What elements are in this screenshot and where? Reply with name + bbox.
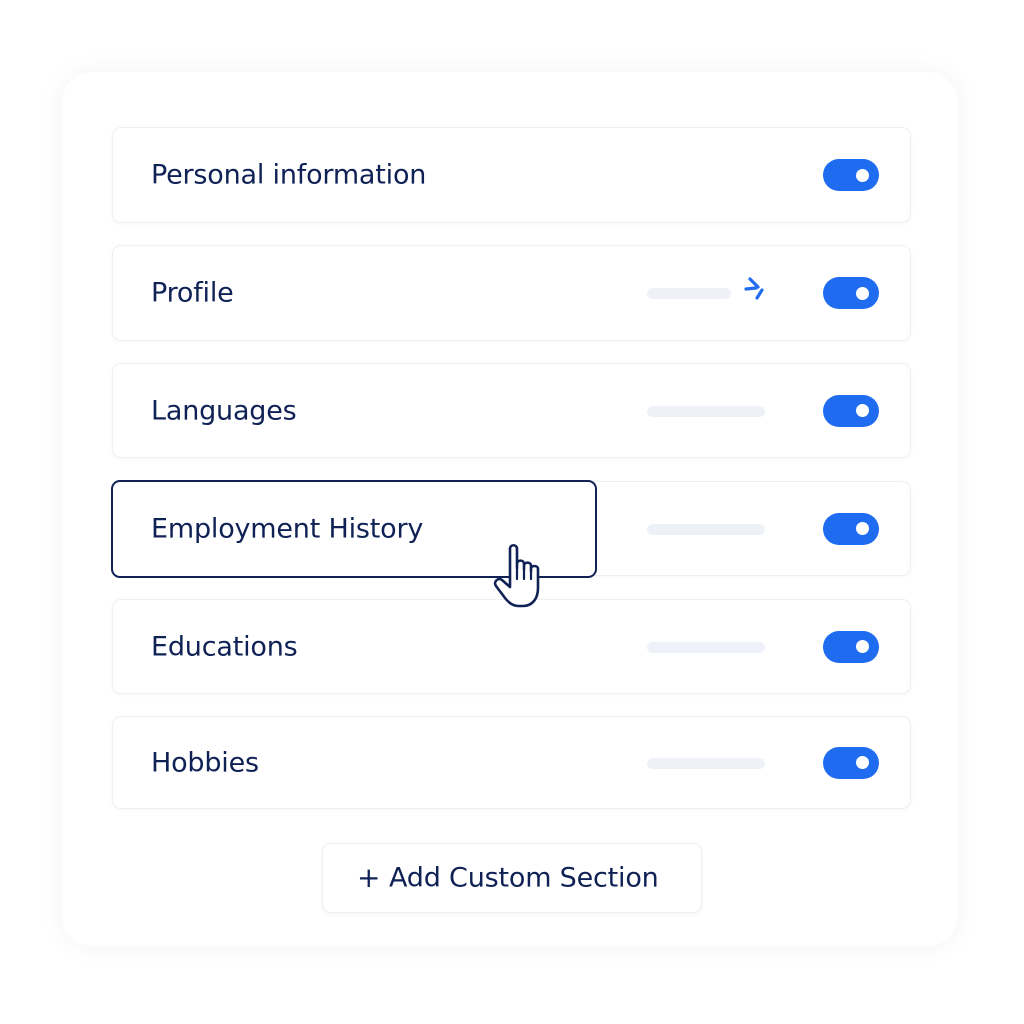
toggle-knob <box>856 522 869 535</box>
section-toggle[interactable] <box>823 512 879 545</box>
toggle-knob <box>856 756 869 769</box>
section-label: Hobbies <box>151 747 259 778</box>
section-toggle[interactable] <box>823 394 879 427</box>
add-custom-section-label: Add Custom Section <box>389 862 659 894</box>
section-label: Languages <box>151 395 297 426</box>
toggle-knob <box>856 404 869 417</box>
placeholder-bar <box>647 523 765 535</box>
placeholder-bar <box>647 757 765 769</box>
placeholder-bar <box>647 405 765 417</box>
employment-history-highlight[interactable]: Employment History <box>111 480 597 578</box>
section-label: Profile <box>151 277 234 309</box>
section-toggle[interactable] <box>823 630 879 663</box>
section-label: Employment History <box>151 513 424 545</box>
toggle-knob <box>856 168 869 182</box>
toggle-knob <box>856 640 869 653</box>
section-label: Educations <box>151 631 298 662</box>
section-row-languages[interactable]: Languages <box>112 363 911 458</box>
add-custom-section-button[interactable]: + Add Custom Section <box>322 843 702 913</box>
plus-icon: + <box>357 860 381 894</box>
section-row-profile[interactable]: Profile <box>112 245 911 341</box>
hand-pointer-icon <box>493 543 540 608</box>
toggle-knob <box>856 286 869 300</box>
section-toggle[interactable] <box>823 746 879 779</box>
section-toggle[interactable] <box>823 277 879 309</box>
placeholder-bar <box>647 288 731 299</box>
section-label: Personal information <box>151 159 427 191</box>
sparkle-icon <box>744 277 764 300</box>
section-toggle[interactable] <box>823 159 879 191</box>
section-row-educations[interactable]: Educations <box>112 599 911 694</box>
placeholder-bar <box>647 641 765 653</box>
section-row-hobbies[interactable]: Hobbies <box>112 716 911 809</box>
section-row-personal-information[interactable]: Personal information <box>112 127 911 223</box>
